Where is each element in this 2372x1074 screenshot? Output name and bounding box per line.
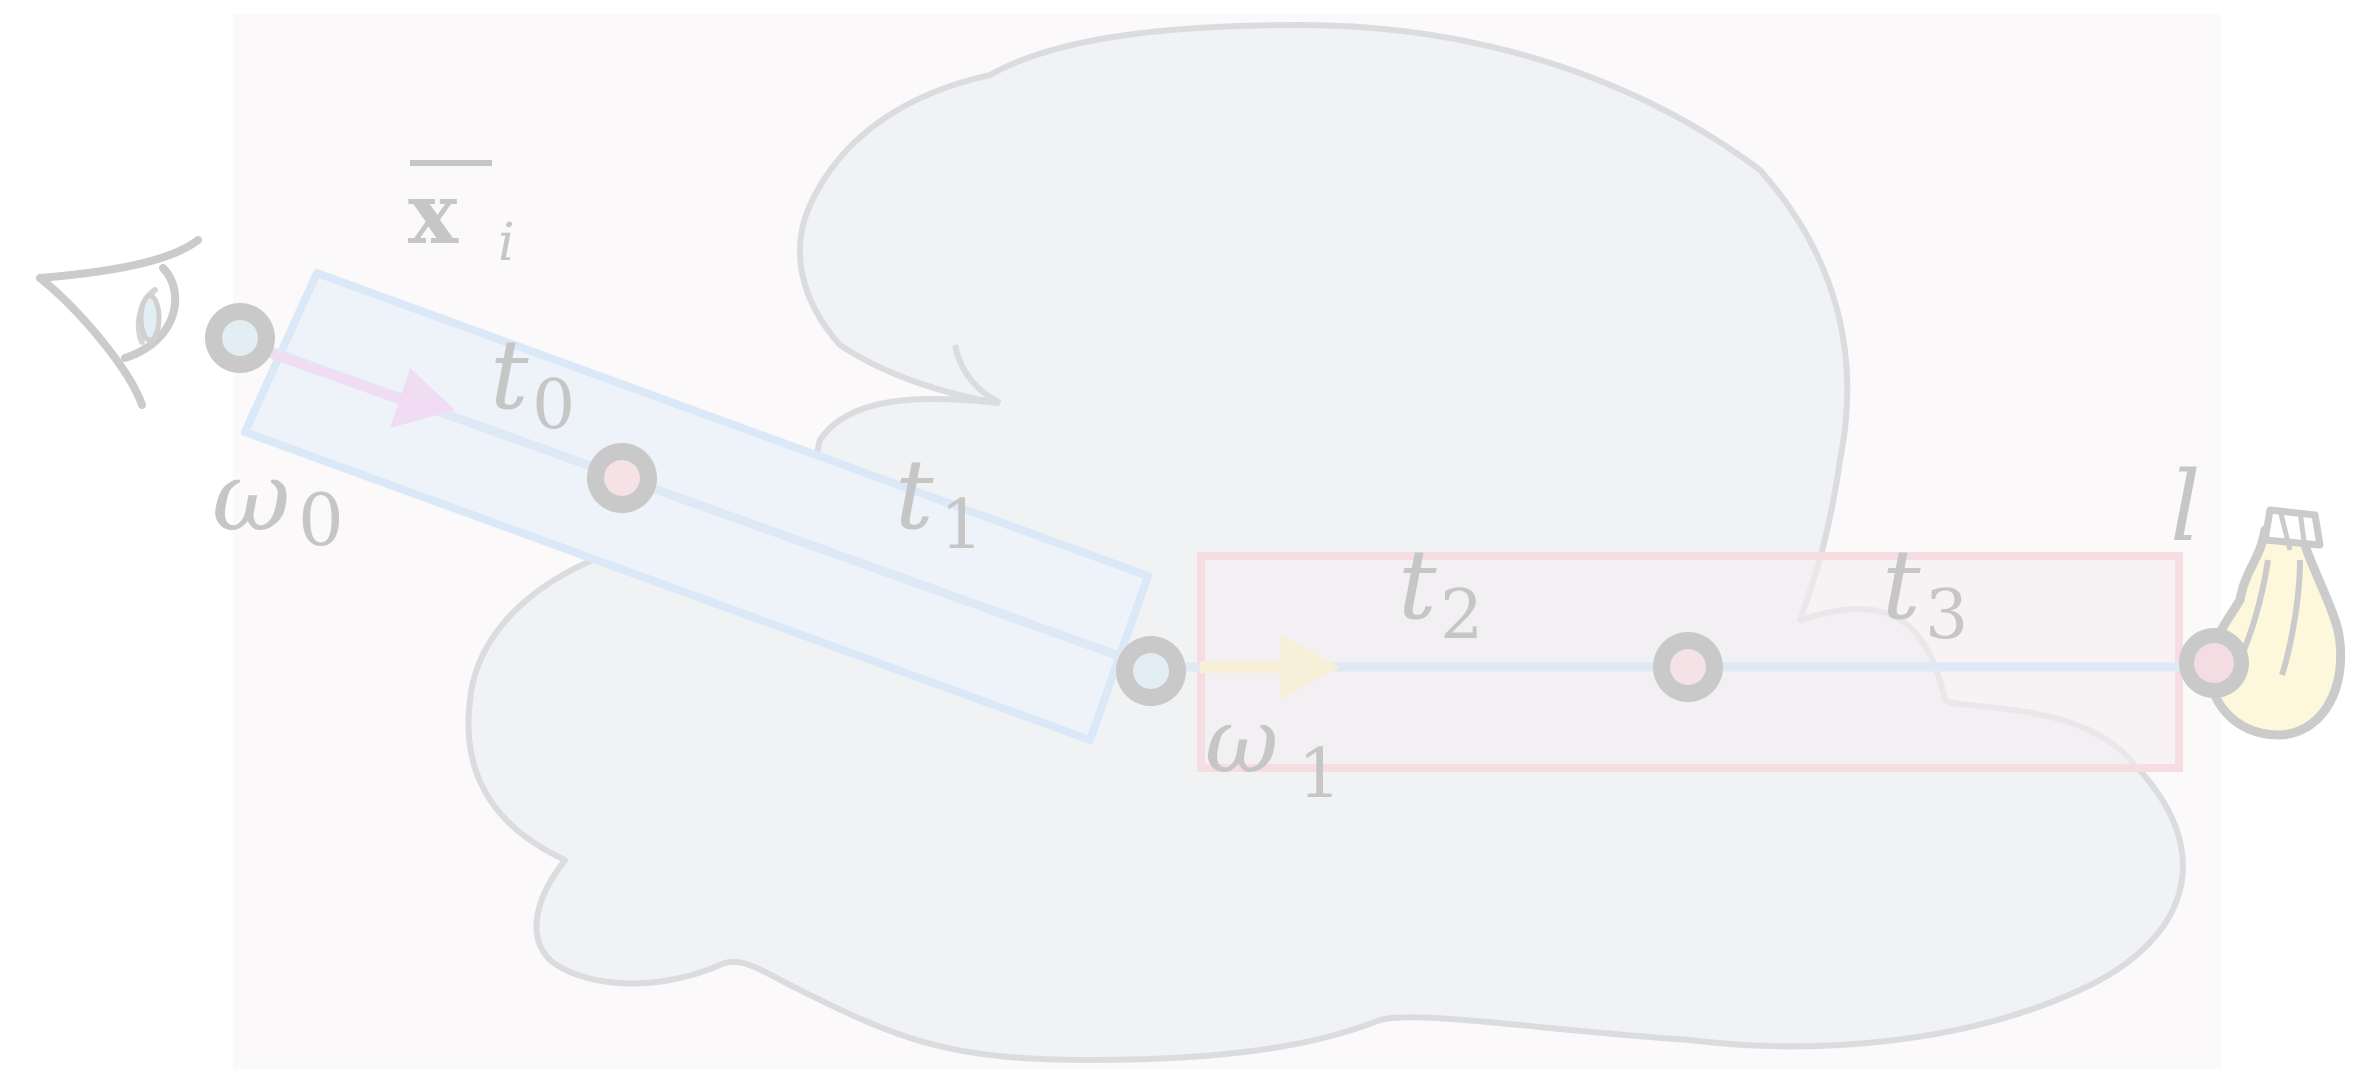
eye-icon (36, 236, 202, 409)
label-t3-sub: 3 (1925, 576, 1968, 655)
arrow-head-yellow (1280, 635, 1340, 699)
vertex-scatter (1116, 636, 1186, 706)
label-t2-sub: 2 (1440, 576, 1483, 655)
label-w0-sub: 0 (298, 478, 344, 562)
label-t0: t (490, 319, 529, 431)
label-xbar-sub: i (498, 213, 515, 273)
label-xbar: x (408, 164, 459, 263)
arrow-head-pink (390, 368, 455, 428)
label-t3: t (1882, 529, 1921, 641)
vertex-mid-2 (1653, 632, 1723, 702)
label-t1: t (895, 439, 934, 551)
vertex-light (2179, 628, 2249, 698)
vertex-mid-1 (587, 443, 657, 513)
label-t1-sub: 1 (940, 486, 983, 565)
vertex-eye (205, 303, 275, 373)
light-bulb-icon (2204, 506, 2346, 740)
label-w1: ω (1205, 689, 1278, 794)
label-t0-sub: 0 (532, 366, 575, 445)
arrow-shaft-pink (260, 345, 412, 408)
label-l: l (2170, 451, 2201, 563)
cloud-notch (952, 344, 1002, 406)
medium-cloud (465, 22, 2186, 1063)
label-w0: ω (212, 441, 290, 553)
label-w1-sub: 1 (1298, 735, 1341, 814)
label-t2: t (1398, 529, 1437, 641)
